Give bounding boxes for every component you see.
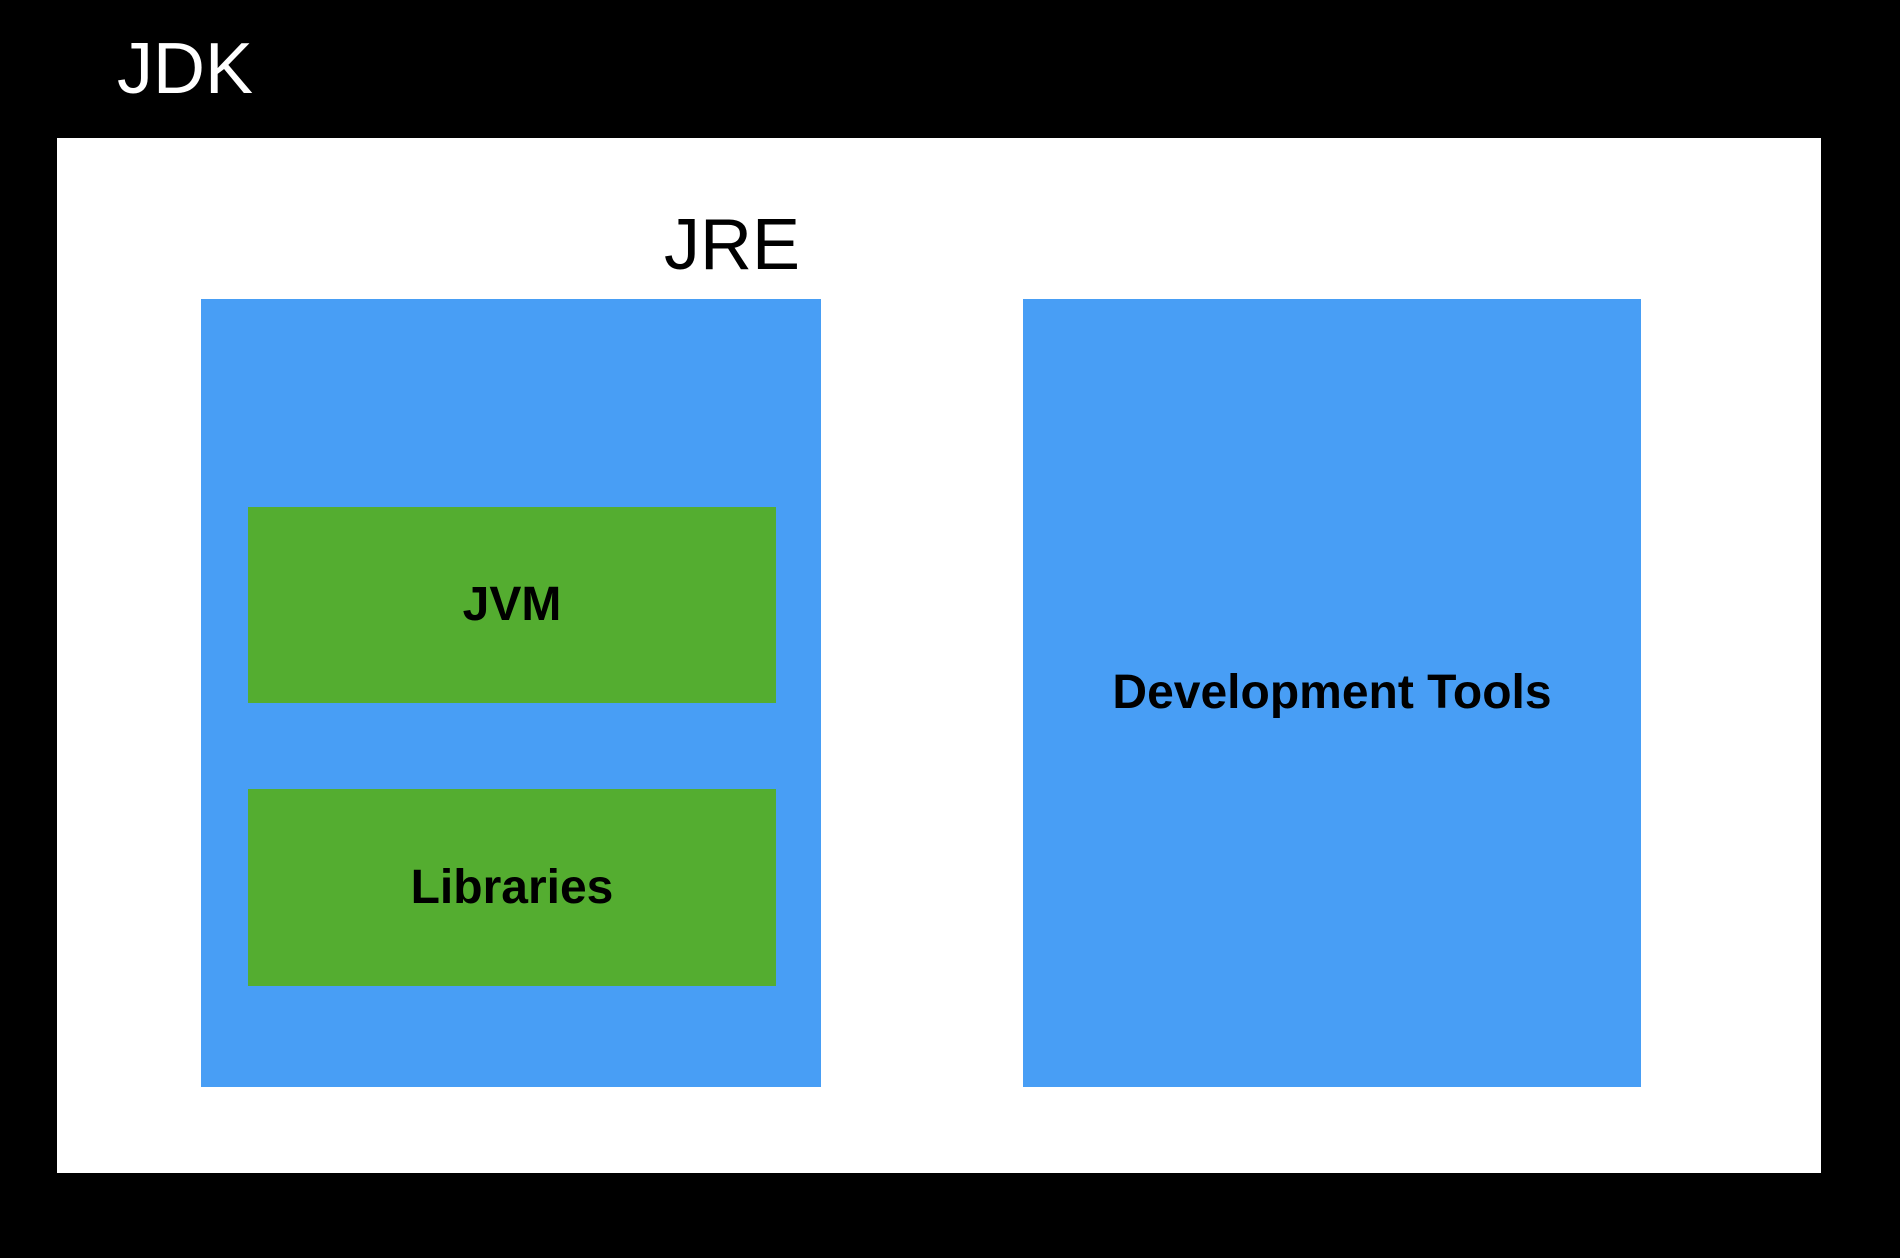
development-tools-box: Development Tools <box>1023 299 1641 1087</box>
jvm-box: JVM <box>248 507 776 703</box>
jdk-label: JDK <box>117 29 254 109</box>
libraries-box: Libraries <box>248 789 776 986</box>
jvm-label: JVM <box>462 578 562 631</box>
jre-container: JVM Libraries <box>201 299 821 1087</box>
libraries-label: Libraries <box>410 860 614 914</box>
jdk-container: JRE JVM Libraries Development Tools <box>57 138 1821 1173</box>
development-tools-label: Development Tools <box>1112 666 1552 719</box>
jre-label: JRE <box>664 205 801 285</box>
